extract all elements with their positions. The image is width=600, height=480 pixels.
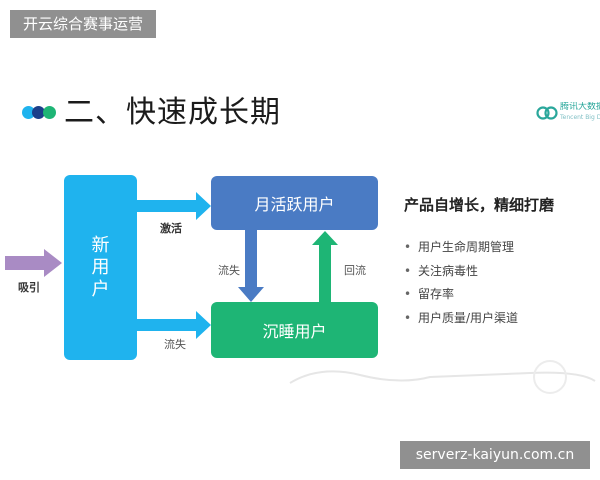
dormant-user-box: 沉睡用户: [211, 302, 378, 358]
brand-name: 腾讯大数据: [560, 102, 600, 112]
panel-title: 产品自增长，精细打磨: [404, 196, 555, 214]
churn-label-vertical: 流失: [218, 264, 240, 277]
activate-label: 激活: [160, 222, 182, 235]
attract-arrow: [5, 249, 62, 277]
list-item: •用户生命周期管理: [404, 236, 518, 260]
activate-arrow: [137, 192, 211, 220]
brand-subtitle: Tencent Big Data: [560, 114, 600, 121]
brand-logo-icon: [536, 106, 558, 120]
panel-bullet-list: •用户生命周期管理 •关注病毒性 •留存率 •用户质量/用户渠道: [404, 236, 518, 330]
active-user-label: 月活跃用户: [254, 195, 335, 214]
bullet-icon: •: [404, 240, 412, 254]
new-user-box: 新用户: [64, 175, 137, 360]
list-item: •关注病毒性: [404, 260, 518, 284]
attract-label: 吸引: [18, 281, 40, 294]
list-item: •用户质量/用户渠道: [404, 307, 518, 331]
watermark-top: 开云综合赛事运营: [10, 10, 156, 38]
list-item: •留存率: [404, 283, 518, 307]
active-user-box: 月活跃用户: [211, 176, 378, 230]
return-label: 回流: [344, 264, 366, 277]
title-dot-icon: [43, 106, 56, 119]
bullet-icon: •: [404, 310, 412, 325]
dormant-user-label: 沉睡用户: [262, 322, 327, 341]
title-dot-icon: [32, 106, 45, 119]
churn-label-bottom: 流失: [164, 338, 186, 351]
bullet-icon: •: [404, 287, 412, 301]
bullet-icon: •: [404, 263, 412, 278]
watermark-bottom: serverz-kaiyun.com.cn: [400, 441, 590, 469]
sketch-decoration: [289, 360, 596, 394]
slide-title: 二、快速成长期: [64, 95, 281, 130]
churn-arrow: [137, 311, 211, 339]
churn-down-arrow: [238, 230, 264, 302]
return-up-arrow: [312, 231, 338, 302]
title-dots: [22, 104, 62, 122]
new-user-label: 新用户: [91, 234, 110, 300]
title-dot-icon: [22, 106, 35, 119]
